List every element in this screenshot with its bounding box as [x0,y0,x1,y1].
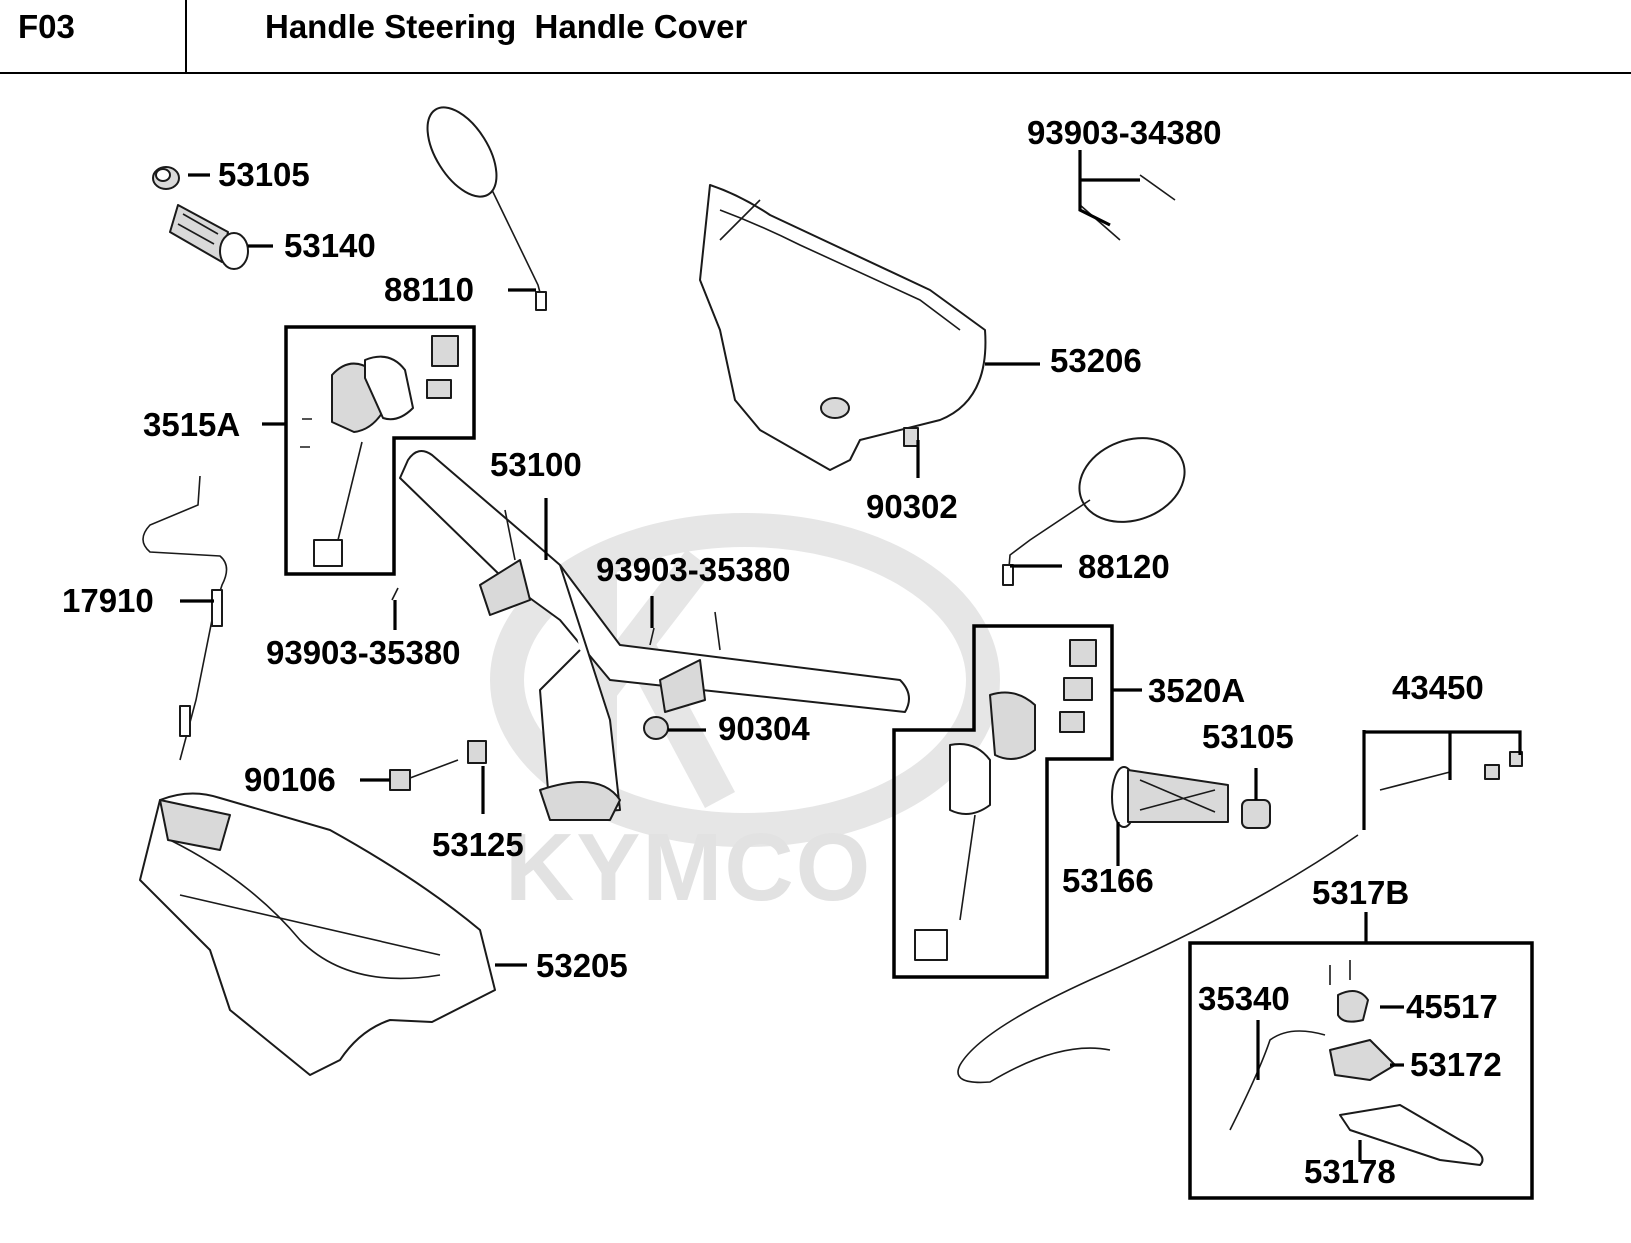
label-90302: 90302 [866,488,958,525]
grip-right [1111,766,1229,828]
bolt-90106 [389,759,459,791]
label-88120: 88120 [1078,548,1170,585]
grip-left [169,204,249,270]
label-5317B: 5317B [1312,874,1409,911]
label-43450: 43450 [1392,669,1484,706]
label-53205: 53205 [536,947,628,984]
rear-handle-cover [699,184,987,471]
page-title: Handle Steering Handle Cover [265,8,748,45]
header-divider [185,0,187,72]
label-53105-left: 53105 [218,156,310,193]
screw-center [649,627,655,646]
brake-lever-assembly [1188,941,1534,1200]
label-53178: 53178 [1304,1153,1396,1190]
page-header: F03 Handle Steering Handle Cover [0,0,1631,74]
label-90106: 90106 [244,761,336,798]
part-labels: 53105 53140 88110 3515A 17910 93903-3538… [62,114,1502,1190]
label-3515A: 3515A [143,406,240,443]
label-90304: 90304 [718,710,810,747]
label-35340: 35340 [1198,980,1290,1017]
mirror-left [426,106,547,311]
switch-assembly-left [284,325,476,576]
label-53140: 53140 [284,227,376,264]
front-handle-cover [139,792,496,1076]
label-88110: 88110 [384,271,474,308]
label-45517: 45517 [1406,988,1498,1025]
handlebar [399,450,910,821]
switch-assembly-right [892,624,1114,979]
grip-end-cap-right [1241,799,1271,829]
label-3520A: 3520A [1148,672,1245,709]
label-53105-right: 53105 [1202,718,1294,755]
screw-left [391,587,399,601]
screw-set-34380 [1079,174,1176,241]
bolt-90302 [903,427,919,447]
collar-53125 [467,740,487,764]
section-code: F03 [18,8,75,45]
label-17910: 17910 [62,582,154,619]
label-93903-35380-center: 93903-35380 [596,551,791,588]
label-53206: 53206 [1050,342,1142,379]
label-53100: 53100 [490,446,582,483]
leader-lines [180,150,1522,1162]
label-53125: 53125 [432,826,524,863]
label-93903-34380: 93903-34380 [1027,114,1222,151]
label-53166: 53166 [1062,862,1154,899]
watermark-text: KYMCO [505,814,872,921]
nut-90304 [643,716,669,740]
grip-end-cap-left [152,166,180,190]
throttle-cable [142,475,228,761]
brake-cable [957,751,1523,1084]
label-93903-35380-left: 93903-35380 [266,634,461,671]
label-53172: 53172 [1410,1046,1502,1083]
mirror-right [1002,437,1186,586]
